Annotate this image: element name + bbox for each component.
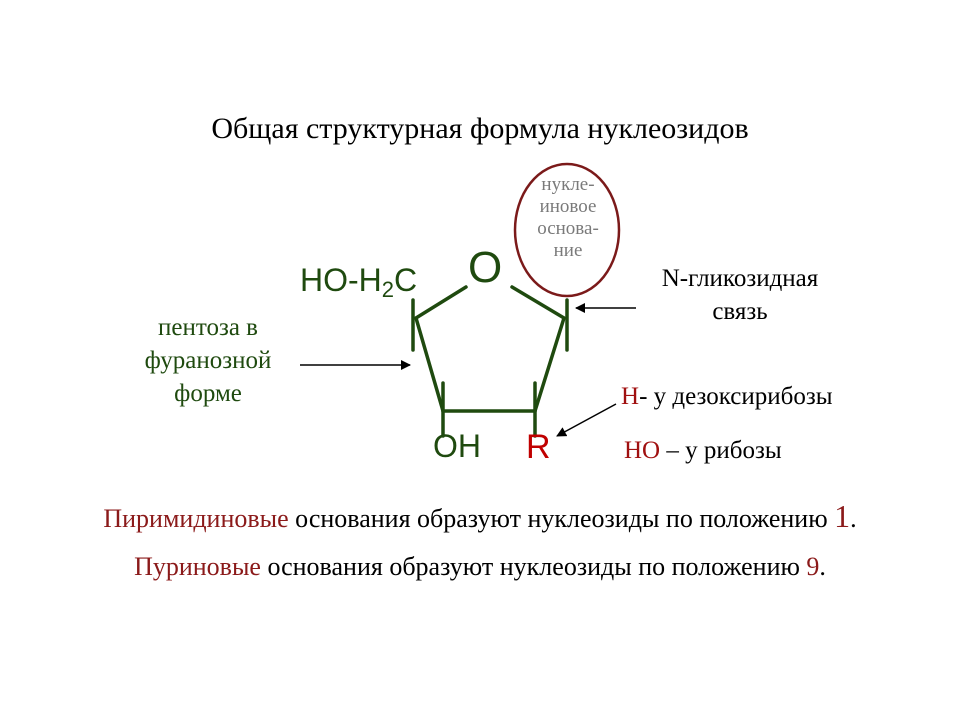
- purine-note: Пуриновые основания образуют нуклеозиды …: [134, 552, 826, 581]
- oh-group-label: OH: [433, 428, 481, 464]
- nucleobase-circle: [513, 162, 621, 298]
- ring-oxygen-label: O: [468, 243, 503, 292]
- pyrimidine-note: Пиримидиновые основания образуют нуклеоз…: [103, 498, 857, 534]
- ribose-note: HO – у рибозы: [624, 437, 782, 464]
- bond-o-c4: [414, 285, 468, 320]
- bond-c1-c2: [533, 316, 566, 413]
- nucleobase-label: нукле- иновое основа- ние: [537, 174, 599, 261]
- bond-c4-c3: [414, 316, 445, 413]
- deoxyribose-note: H- у дезоксирибозы: [621, 383, 833, 410]
- pentose-label: пентоза в фуранозной форме: [144, 314, 272, 407]
- bond-o-c1: [510, 285, 566, 320]
- r-arrow: [556, 403, 617, 437]
- glycosidic-bond-label: N-гликозидная связь: [661, 265, 819, 325]
- slide-title: Общая структурная формула нуклеозидов: [211, 112, 749, 145]
- r-group-label: R: [526, 428, 551, 466]
- ch2oh-group: HO-H2C: [300, 262, 418, 302]
